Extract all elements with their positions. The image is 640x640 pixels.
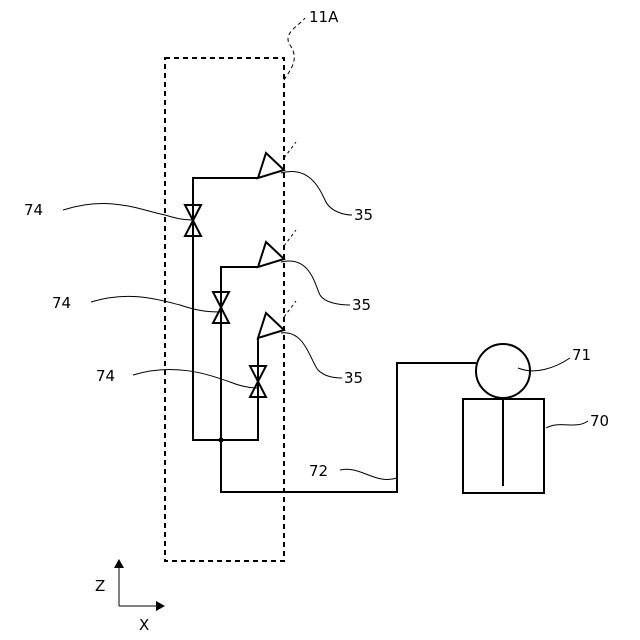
branch-piping [193,178,476,492]
nozzle-top [258,142,296,178]
valve-leader-middle [91,296,221,312]
axis-indicator [114,559,165,611]
pump-symbol [476,344,530,398]
nozzle-label-middle: 35 [352,296,371,314]
valve-leader-top [63,204,192,220]
pipe-leader [340,469,397,479]
nozzle-leader-middle [281,261,350,305]
nozzle-label-bottom: 35 [344,369,363,387]
nozzle-leader-bottom [281,333,342,378]
axis-x-label: X [139,616,149,634]
valve-leader-bottom [133,369,258,388]
nozzle-bottom [258,301,296,338]
valve-label-top: 74 [24,201,43,219]
nozzle-label-top: 35 [354,206,373,224]
tank-leader [546,421,588,428]
junction-dot [219,438,224,443]
valve-label-bottom: 74 [96,367,115,385]
axis-z-label: Z [95,577,105,595]
pipe-label: 72 [309,462,328,480]
valve-label-middle: 74 [52,294,71,312]
tank-label: 70 [590,412,609,430]
pump-label: 71 [572,346,591,364]
unit-label: 11A [309,8,339,26]
pump-leader [518,358,570,371]
unit-leader-line [284,18,305,80]
nozzle-leader-top [281,171,352,215]
unit-boundary [165,58,284,561]
